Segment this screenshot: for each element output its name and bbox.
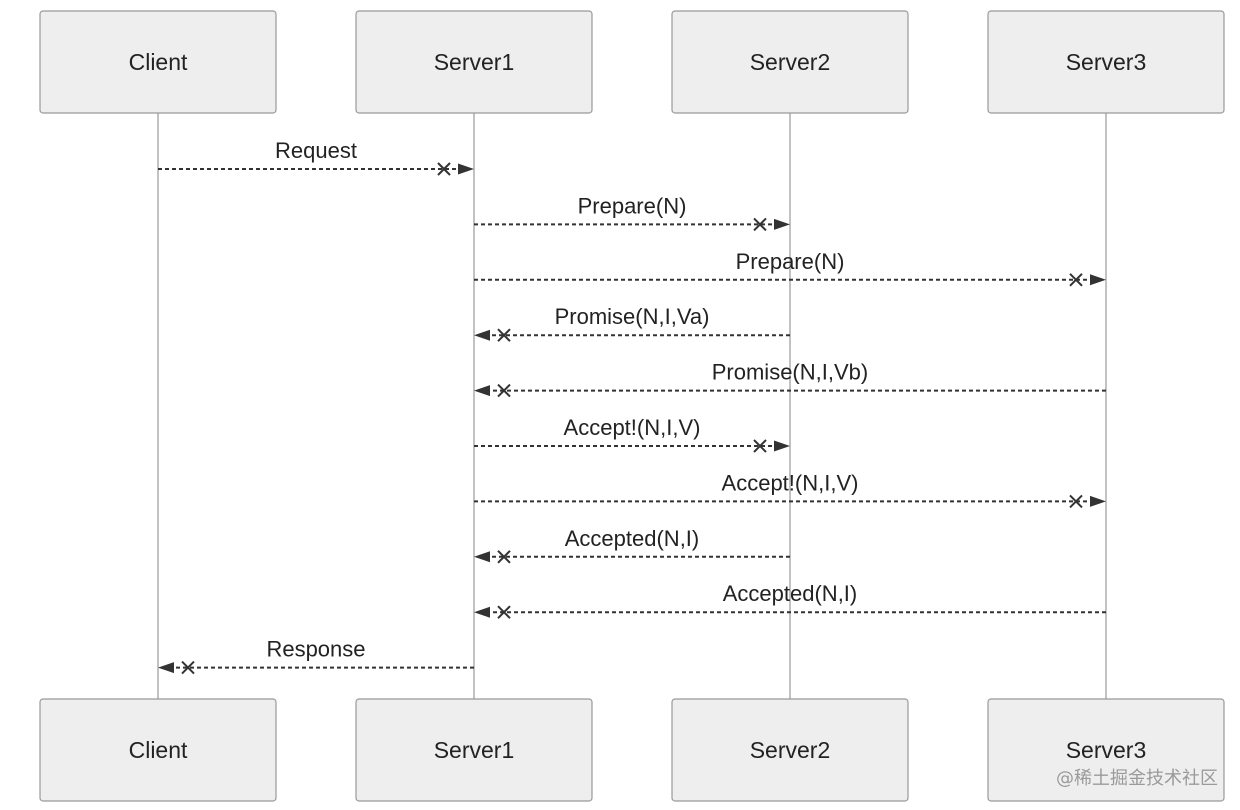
- message-arrow: Prepare(N): [474, 193, 790, 232]
- arrowhead: [474, 606, 490, 618]
- message-arrow: Request: [158, 138, 474, 176]
- actor-label: Client: [129, 737, 188, 763]
- cross-marker: [497, 605, 511, 619]
- actor-box: [671, 698, 909, 802]
- cross-marker: [1069, 273, 1083, 287]
- message-label: Promise(N,I,Vb): [712, 360, 868, 385]
- arrowhead: [774, 218, 790, 230]
- message-arrow: Promise(N,I,Va): [474, 304, 790, 342]
- message-label: Prepare(N): [578, 193, 687, 218]
- actor-label: Client: [129, 49, 188, 75]
- cross-marker: [497, 383, 511, 398]
- actor-box: [355, 698, 593, 802]
- actor-client-top: Client: [39, 10, 277, 114]
- message-arrow: Accept!(N,I,V): [474, 470, 1106, 509]
- message-arrow: Accepted(N,I): [474, 581, 1106, 619]
- message-label: Accepted(N,I): [565, 526, 700, 551]
- cross-marker: [181, 660, 195, 675]
- watermark-text: @稀土掘金技术社区: [1056, 768, 1218, 789]
- cross-marker: [437, 162, 451, 176]
- message-arrow: Accept!(N,I,V): [474, 415, 790, 453]
- actor-label: Server2: [750, 737, 831, 763]
- actor-box: [39, 10, 277, 114]
- cross-marker: [753, 217, 767, 232]
- arrowhead: [1090, 274, 1106, 286]
- message-label: Accept!(N,I,V): [722, 470, 859, 495]
- actor-server1-top: Server1: [355, 10, 593, 114]
- cross-marker: [497, 550, 511, 564]
- actor-box: [671, 10, 909, 114]
- actor-server3-top: Server3: [987, 10, 1225, 114]
- message-label: Promise(N,I,Va): [555, 304, 710, 329]
- actor-server3-bottom: Server3: [987, 698, 1225, 802]
- actor-server1-bottom: Server1: [355, 698, 593, 802]
- actor-label: Server3: [1066, 49, 1147, 75]
- message-arrow: Prepare(N): [474, 249, 1106, 287]
- arrowhead: [474, 385, 490, 397]
- arrowhead: [1090, 495, 1106, 507]
- message-label: Prepare(N): [736, 249, 845, 274]
- arrowhead: [474, 551, 490, 563]
- message-label: Accept!(N,I,V): [564, 415, 701, 440]
- actor-label: Server2: [750, 49, 831, 75]
- actor-label: Server1: [434, 737, 515, 763]
- message-arrow: Promise(N,I,Vb): [474, 360, 1106, 398]
- actor-server2-bottom: Server2: [671, 698, 909, 802]
- cross-marker: [497, 328, 511, 342]
- actor-box: [39, 698, 277, 802]
- actor-box: [987, 698, 1225, 802]
- message-label: Response: [266, 637, 365, 662]
- arrowhead: [458, 163, 474, 175]
- arrowhead: [474, 329, 490, 341]
- actor-server2-top: Server2: [671, 10, 909, 114]
- actor-client-bottom: Client: [39, 698, 277, 802]
- message-arrow: Response: [158, 637, 474, 675]
- message-arrow: Accepted(N,I): [474, 526, 790, 564]
- actor-label: Server1: [434, 49, 515, 75]
- message-label: Request: [275, 138, 357, 163]
- arrowhead: [774, 440, 790, 452]
- cross-marker: [753, 439, 767, 453]
- message-label: Accepted(N,I): [723, 581, 858, 606]
- actor-label: Server3: [1066, 737, 1147, 763]
- actor-box: [987, 10, 1225, 114]
- actor-box: [355, 10, 593, 114]
- cross-marker: [1069, 494, 1083, 509]
- arrowhead: [158, 662, 174, 674]
